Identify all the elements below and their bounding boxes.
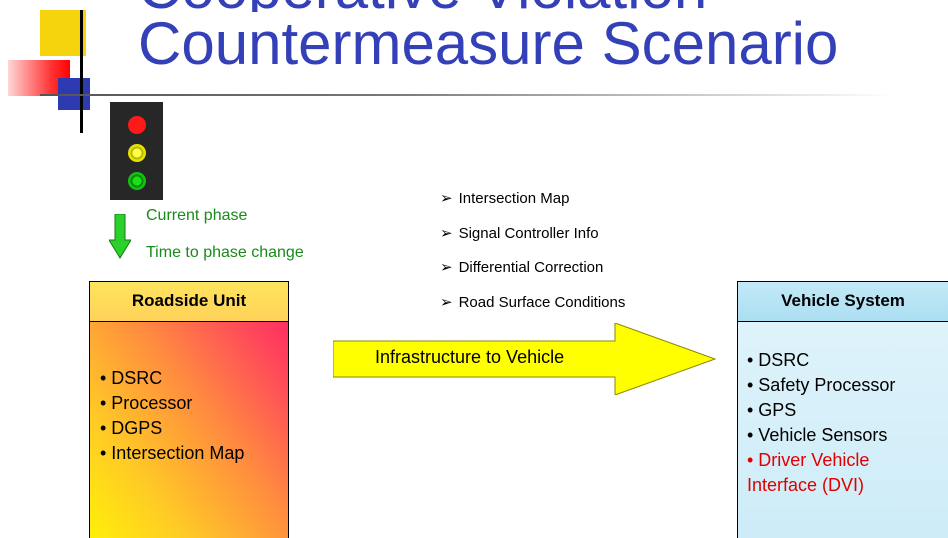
down-arrow-icon: [109, 214, 131, 259]
list-item: • Vehicle Sensors: [747, 425, 888, 445]
title-decor-yellow-square: [40, 10, 86, 56]
title-underline: [40, 94, 895, 96]
infrastructure-to-vehicle-arrow-icon: [333, 323, 717, 395]
roadside-unit-title: Roadside Unit: [90, 282, 288, 322]
infrastructure-to-vehicle-label: Infrastructure to Vehicle: [375, 347, 565, 367]
arrow-bullet-icon: ➢: [440, 224, 453, 242]
vehicle-system-components: • DSRC • Safety Processor • GPS • Vehicl…: [747, 348, 895, 498]
title-decor-vertical-line: [80, 10, 83, 133]
list-item: • DGPS: [100, 418, 163, 438]
yellow-lamp-icon: [128, 144, 146, 162]
roadside-unit-box: Roadside Unit • DSRC • Processor • DGPS …: [89, 281, 289, 538]
list-item: • Intersection Map: [100, 443, 245, 463]
time-to-phase-change-label: Time to phase change: [146, 244, 304, 261]
message-item: ➢Intersection Map: [440, 190, 570, 207]
list-item: • Processor: [100, 393, 193, 413]
slide-title: Cooperative Violation Countermeasure Sce…: [138, 0, 838, 76]
roadside-unit-components: • DSRC • Processor • DGPS • Intersection…: [100, 366, 244, 466]
dvi-item-line-2: Interface (DVI): [747, 475, 865, 495]
arrow-bullet-icon: ➢: [440, 190, 453, 207]
traffic-light-icon: [110, 102, 163, 200]
message-list: ➢Intersection Map ➢Signal Controller Inf…: [440, 189, 625, 327]
slide-title-line-2: Countermeasure Scenario: [138, 10, 839, 77]
red-lamp-icon: [128, 116, 146, 134]
list-item: • DSRC: [747, 350, 810, 370]
message-item: ➢Differential Correction: [440, 259, 604, 276]
list-item: • GPS: [747, 400, 797, 420]
green-lamp-icon: [128, 172, 146, 190]
vehicle-system-title: Vehicle System: [738, 282, 948, 322]
slide-title-line-1: Cooperative Violation: [138, 0, 707, 12]
dvi-item-line-1: • Driver Vehicle: [747, 450, 870, 470]
list-item: • DSRC: [100, 368, 163, 388]
vehicle-system-box: Vehicle System • DSRC • Safety Processor…: [737, 281, 948, 538]
arrow-bullet-icon: ➢: [440, 259, 453, 276]
message-item: ➢Signal Controller Info: [440, 224, 599, 242]
message-item: ➢Road Surface Conditions: [440, 293, 626, 311]
list-item: • Safety Processor: [747, 375, 896, 395]
arrow-bullet-icon: ➢: [440, 293, 453, 311]
current-phase-label: Current phase: [146, 207, 248, 224]
